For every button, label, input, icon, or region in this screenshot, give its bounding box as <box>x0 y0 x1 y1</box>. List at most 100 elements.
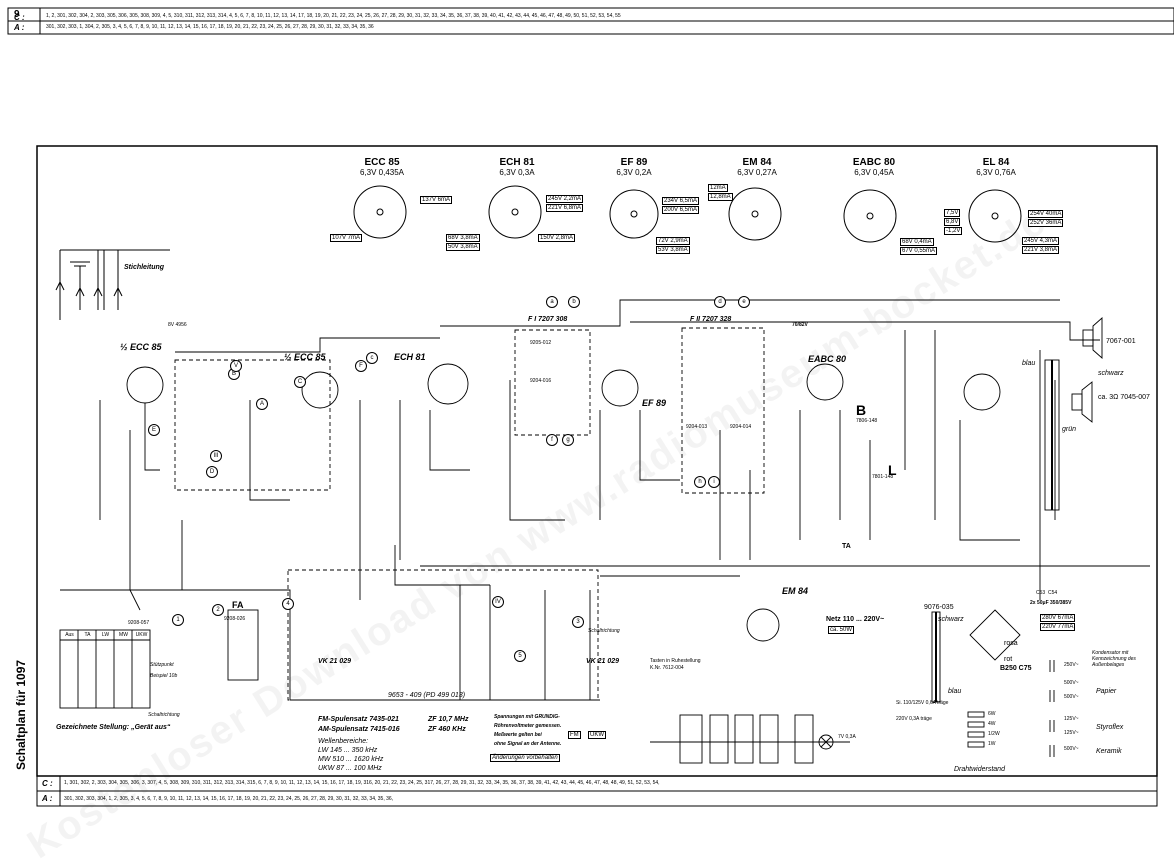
switch-header-ukw: UKW <box>135 632 148 638</box>
circle-mark-b: b <box>568 296 580 308</box>
top-row-c-label: C : <box>14 13 25 22</box>
label-part-9204-014: 9204-014 <box>730 424 752 430</box>
cap-legend-3: 500V~ <box>1064 694 1079 700</box>
ef89-box-3: 72V 2,9mA <box>656 237 690 245</box>
label-vk1: VK 21 029 <box>318 658 352 665</box>
label-ukw: UKW 87 ... 100 MHz <box>318 765 382 772</box>
label-fuse: Si. 110/125V 0,6A träge <box>896 700 949 706</box>
label-zf2: ZF 460 KHz <box>428 726 466 733</box>
cap-legend-1: 250V~ <box>1064 662 1079 668</box>
label-tasten: Tasten in Ruhestellung <box>650 658 701 664</box>
circle-mark-3: 3 <box>572 616 584 628</box>
tube-base-eabc80 <box>843 189 897 243</box>
ecc85-box-1: 137V 6mA <box>420 196 453 204</box>
res-legend-4: 1W <box>988 741 996 747</box>
tube-base-em84 <box>728 187 782 241</box>
circle-mark-v: V <box>230 360 242 372</box>
circle-mark-f: f <box>546 434 558 446</box>
circle-mark-a: A <box>256 398 268 410</box>
bottom-row-c-label: C : <box>42 779 53 788</box>
label-fi: F I 7207 308 <box>528 316 568 323</box>
switch-header-lw: LW <box>101 632 110 638</box>
label-rot: rot <box>1004 656 1013 663</box>
label-blau: blau <box>1022 360 1036 367</box>
label-stuetzpunkt: Stützpunkt <box>150 662 174 668</box>
label-gezeichnete-stellung: Gezeichnete Stellung: „Gerät aus“ <box>56 724 171 731</box>
label-elko: 2x 50μF 350/385V <box>1030 600 1072 606</box>
circle-mark-i: i <box>708 476 720 488</box>
el84-box-6: 245V 4,3mA <box>1022 237 1060 245</box>
label-wellenbereiche: Wellenbereiche: <box>318 738 369 745</box>
label-block-l: L <box>888 462 897 478</box>
switch-header-aus: Aus <box>65 632 74 638</box>
label-beispiel: Beispiel 10b <box>150 673 178 679</box>
el84-box-5: 252V 36mA <box>1028 219 1064 227</box>
label-styroflex: Styroflex <box>1096 724 1124 731</box>
label-part-9208-026: 9208-026 <box>224 616 246 622</box>
label-part-9208-057: 9208-057 <box>128 620 150 626</box>
label-spannungen-3: Meßwerte gelten bei <box>494 732 542 738</box>
circle-mark-c: C <box>294 376 306 388</box>
label-schwarz: schwarz <box>1098 370 1124 377</box>
res-legend-1: 6W <box>988 711 996 717</box>
label-tasten-num: K.Nr. 7612-004 <box>650 665 684 671</box>
tube-base-ef89 <box>609 189 659 239</box>
label-keramik: Keramik <box>1096 748 1122 755</box>
circle-mark-5: 5 <box>514 650 526 662</box>
label-part-7806: 7806-148 <box>856 418 878 424</box>
switch-header-mw: MW <box>119 632 128 638</box>
tube-base-el84 <box>968 189 1022 243</box>
bottom-row-a-values: 301, 302, 303, 304, 1, 2, 305, 3, 4, 5, … <box>64 796 394 802</box>
bottom-row-c-values: 1, 301, 302, 2, 303, 304, 305, 306, 3, 3… <box>64 780 660 786</box>
label-part-9653: 9653 - 409 (PD 499 013) <box>388 692 466 699</box>
label-part-9204-013: 9204-013 <box>686 424 708 430</box>
label-tv-bar: 280V 67mA <box>1040 614 1076 622</box>
label-block-b: B <box>856 402 867 418</box>
label-papier: Papier <box>1096 688 1117 695</box>
label-speaker1: 7067-001 <box>1106 338 1136 345</box>
label-spannungen-1: Spannungen mit GRUNDIG- <box>494 714 560 720</box>
em84-box-2: 12,8mA <box>708 193 733 201</box>
label-speaker2: ca. 3Ω 7045-007 <box>1098 394 1150 401</box>
circle-mark-a: a <box>546 296 558 308</box>
cap-legend-6: 500V~ <box>1064 746 1079 752</box>
label-part-9204-016: 9204-016 <box>530 378 552 384</box>
label-ecc85-half-a: ½ ECC 85 <box>120 342 162 352</box>
el84-box-2: 6,8V <box>944 218 961 226</box>
ech81-box-3: 68V 3,8mA <box>446 234 480 242</box>
circle-mark-1: 1 <box>172 614 184 626</box>
res-legend-2: 4W <box>988 721 996 727</box>
top-row-a-label: A : <box>14 23 25 32</box>
label-ef89: EF 89 <box>642 398 667 408</box>
label-kondensator: Kondensator mit Kennzeichnung des Außenb… <box>1092 650 1136 668</box>
res-legend-3: 1/2W <box>988 731 1000 737</box>
label-mains-trafo: 9076-035 <box>924 604 954 611</box>
resistor-legend-symbols <box>967 711 985 748</box>
label-eabc80: EABC 80 <box>808 354 847 364</box>
ef89-box-1: 234V 6,5mA <box>662 197 700 205</box>
label-fii: F II 7207 328 <box>690 316 732 323</box>
side-title: Schaltplan für 1097 <box>14 659 28 770</box>
ef89-box-2: 200V 6,5mA <box>662 206 700 214</box>
label-zf1: ZF 10,7 MHz <box>428 716 469 723</box>
tube-base-ecc85 <box>353 185 407 239</box>
circle-mark-4: 4 <box>282 598 294 610</box>
antenna-input <box>55 249 170 320</box>
label-ecc85-half-b: ½ ECC 85 <box>284 352 326 362</box>
em84-box-1: 12mA <box>708 184 728 192</box>
label-blau-trafo: blau <box>948 688 962 695</box>
circle-mark-iv: IV <box>492 596 504 608</box>
label-c53: C53 <box>1036 590 1046 596</box>
label-lw: LW 145 ... 350 kHz <box>318 747 378 754</box>
eabc80-box-1: 68V 0,4mA <box>900 238 934 246</box>
label-drahtwiderstand: Drahtwiderstand <box>954 766 1005 773</box>
circle-mark-d: D <box>206 466 218 478</box>
label-schaltrichtung: Schaltrichtung <box>588 628 620 634</box>
label-schaltrichtung-2: Schaltrichtung <box>148 712 180 718</box>
el84-box-1: 7,5V <box>944 209 961 217</box>
ech81-box-2: 221V 6,8mA <box>546 204 584 212</box>
